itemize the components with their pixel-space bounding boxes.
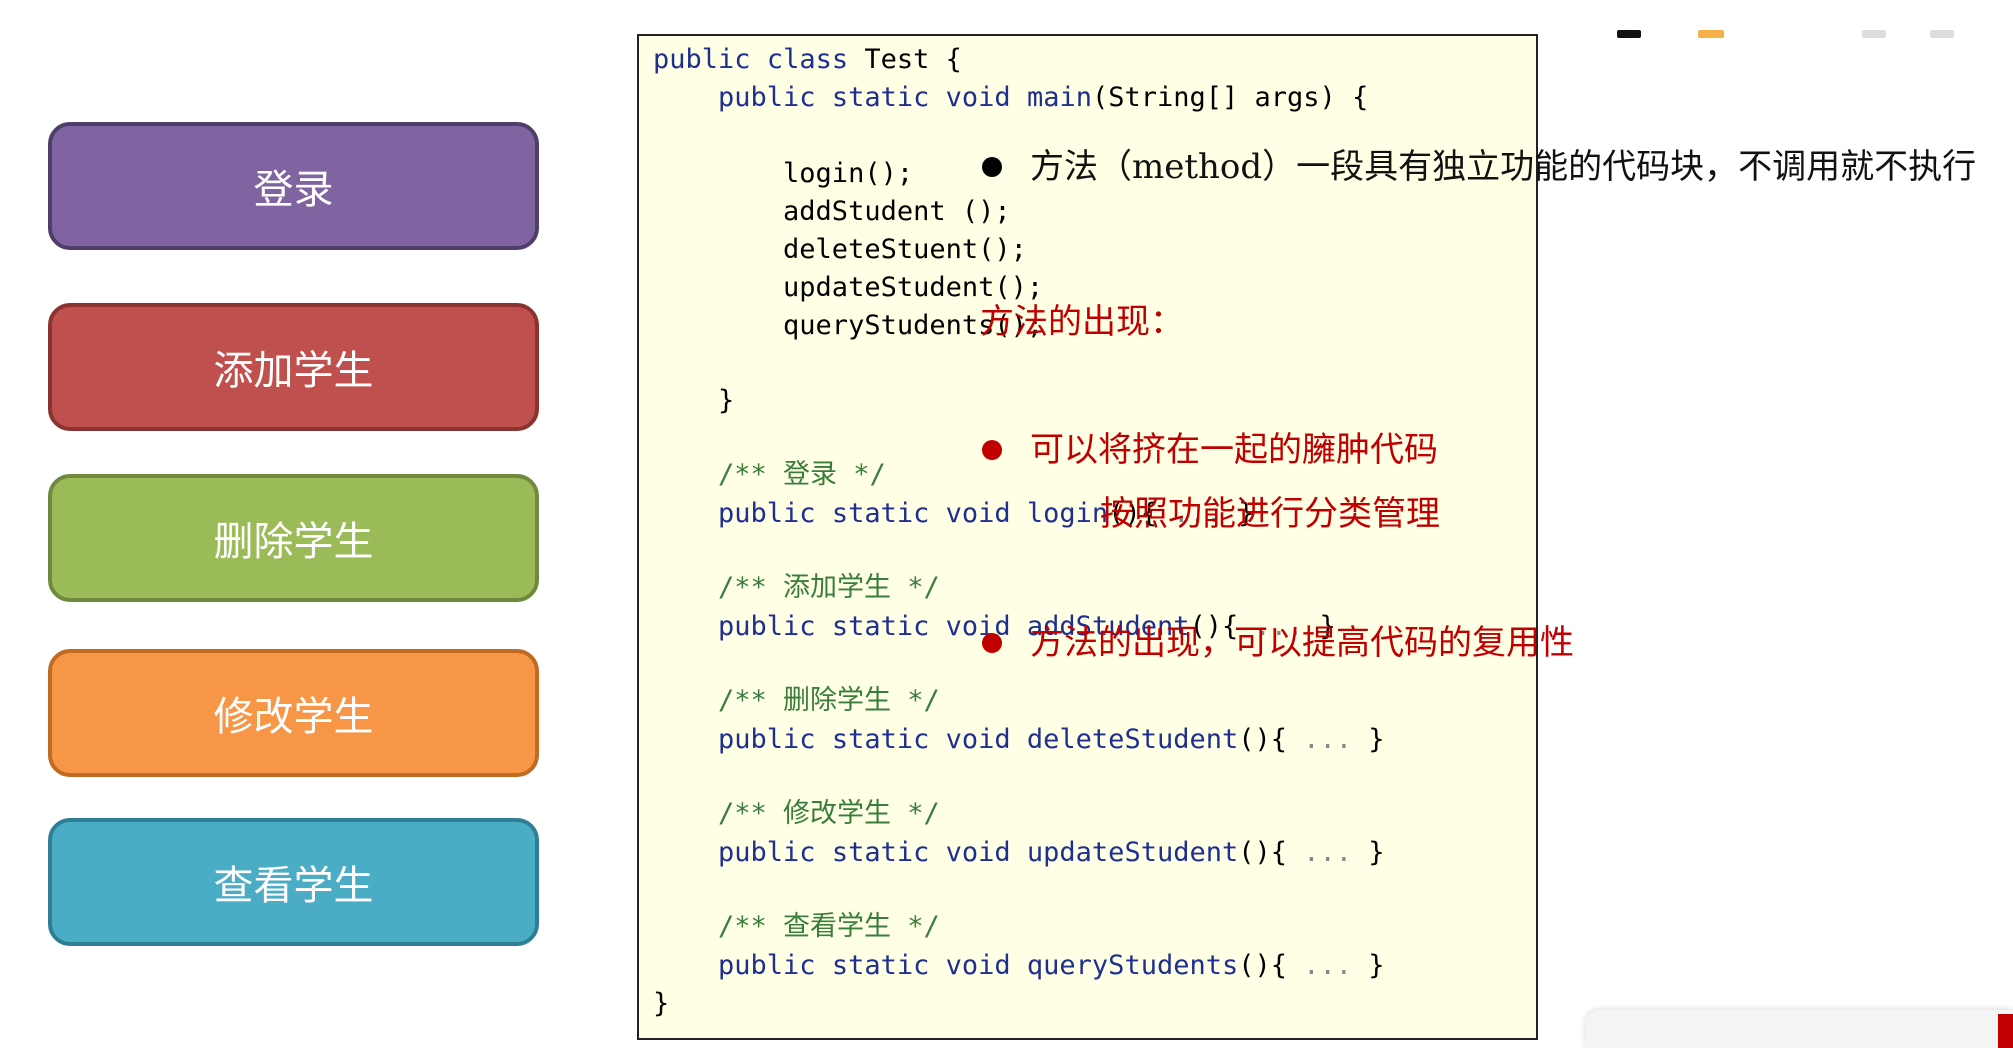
code-token: main	[1026, 82, 1092, 113]
app-icon[interactable]	[1617, 30, 1641, 38]
code-token: class	[766, 44, 849, 75]
code-token	[1011, 498, 1027, 529]
code-token	[653, 837, 718, 868]
code-token	[816, 82, 832, 113]
app-icon[interactable]	[1862, 30, 1886, 38]
code-token: public static void	[718, 837, 1011, 868]
code-token	[751, 44, 767, 75]
code-comment-update: /** 修改学生 */	[653, 798, 940, 829]
code-line-add-call: addStudent ();	[653, 196, 1011, 227]
code-token	[1011, 611, 1027, 642]
code-comment-delete: /** 删除学生 */	[653, 685, 940, 716]
code-token: }	[1352, 837, 1385, 868]
bullet-dot-icon	[982, 440, 1002, 460]
code-method-update: public static void updateStudent(){ ... …	[653, 836, 1385, 870]
code-line-main-decl: public static void main(String[] args) {	[653, 81, 1368, 115]
code-token	[929, 82, 945, 113]
code-token: addStudent	[1026, 611, 1190, 642]
update-student-button-label: 修改学生	[213, 694, 374, 740]
code-token	[653, 498, 718, 529]
code-token	[1011, 82, 1027, 113]
code-token: }	[1303, 611, 1336, 642]
code-token: updateStudent	[1026, 837, 1239, 868]
code-method-query: public static void queryStudents(){ ... …	[653, 949, 1385, 983]
code-line-update-call: updateStudent();	[653, 272, 1044, 303]
code-token: public	[653, 44, 751, 75]
taskbar	[1585, 1010, 2013, 1048]
code-line-login-call: login();	[653, 158, 914, 189]
code-token: public	[718, 82, 816, 113]
code-token: public static void	[718, 950, 1011, 981]
code-line-class-close: }	[653, 988, 670, 1019]
code-line-class-decl: public class Test {	[653, 43, 962, 77]
code-token	[1011, 724, 1027, 755]
code-line-main-close: }	[653, 385, 735, 416]
code-token: ...	[1254, 611, 1304, 642]
point-one-line-two: 按照功能进行分类管理	[1100, 494, 1440, 534]
code-token	[653, 611, 718, 642]
code-token: }	[1352, 724, 1385, 755]
code-token: ...	[1173, 498, 1222, 529]
red-tab-icon[interactable]	[1998, 1014, 2013, 1048]
login-button-label: 登录	[253, 167, 334, 213]
code-comment-login: /** 登录 */	[653, 459, 886, 490]
code-method-add: public static void addStudent(){ ... }	[653, 610, 1336, 644]
code-token: (String[] args) {	[1091, 82, 1369, 113]
code-token: (){	[1189, 611, 1255, 642]
code-token: deleteStudent	[1026, 724, 1239, 755]
code-token: }	[1352, 950, 1385, 981]
code-token: (){	[1108, 498, 1174, 529]
code-token: static	[831, 82, 930, 113]
code-token: public static void	[718, 724, 1011, 755]
code-token: ...	[1303, 724, 1353, 755]
code-comment-query: /** 查看学生 */	[653, 911, 940, 942]
code-line-delete-call: deleteStuent();	[653, 234, 1027, 265]
code-token: queryStudents	[1026, 950, 1239, 981]
query-student-button[interactable]: 查看学生	[48, 818, 539, 946]
update-student-button[interactable]: 修改学生	[48, 649, 539, 777]
code-token: ...	[1303, 950, 1353, 981]
code-token: login	[1026, 498, 1109, 529]
method-heading-note: 方法的出现：	[980, 302, 1184, 342]
app-icon[interactable]	[1930, 30, 1954, 38]
point-two-note: 方法的出现，可以提高代码的复用性	[1030, 623, 1574, 663]
code-token: (){	[1238, 950, 1304, 981]
code-token: public static void	[718, 498, 1011, 529]
code-token: void	[945, 82, 1011, 113]
code-token: (){	[1238, 724, 1304, 755]
code-panel	[637, 34, 1538, 1040]
code-token: }	[1222, 498, 1255, 529]
code-token	[1011, 837, 1027, 868]
code-token	[1011, 950, 1027, 981]
add-student-button[interactable]: 添加学生	[48, 303, 539, 431]
code-token	[653, 950, 718, 981]
delete-student-button-label: 删除学生	[213, 519, 374, 565]
code-method-login: public static void login(){ ... }	[653, 497, 1255, 531]
point-one-line-one: 可以将挤在一起的臃肿代码	[1030, 430, 1438, 470]
method-definition-note: 方法（method）一段具有独立功能的代码块，不调用就不执行	[1030, 147, 1977, 187]
delete-student-button[interactable]: 删除学生	[48, 474, 539, 602]
code-line-query-call: queryStudents();	[653, 310, 1044, 341]
bullet-dot-icon	[982, 633, 1002, 653]
code-comment-add: /** 添加学生 */	[653, 572, 940, 603]
code-token: ...	[1303, 837, 1353, 868]
code-token: (){	[1238, 837, 1304, 868]
query-student-button-label: 查看学生	[213, 863, 374, 909]
code-token: Test {	[848, 44, 962, 75]
code-token	[653, 724, 718, 755]
login-button[interactable]: 登录	[48, 122, 539, 250]
code-token	[653, 82, 718, 113]
app-icon[interactable]	[1698, 30, 1724, 38]
bullet-dot-icon	[982, 157, 1002, 177]
add-student-button-label: 添加学生	[213, 348, 374, 394]
code-method-delete: public static void deleteStudent(){ ... …	[653, 723, 1385, 757]
code-token: public static void	[718, 611, 1011, 642]
